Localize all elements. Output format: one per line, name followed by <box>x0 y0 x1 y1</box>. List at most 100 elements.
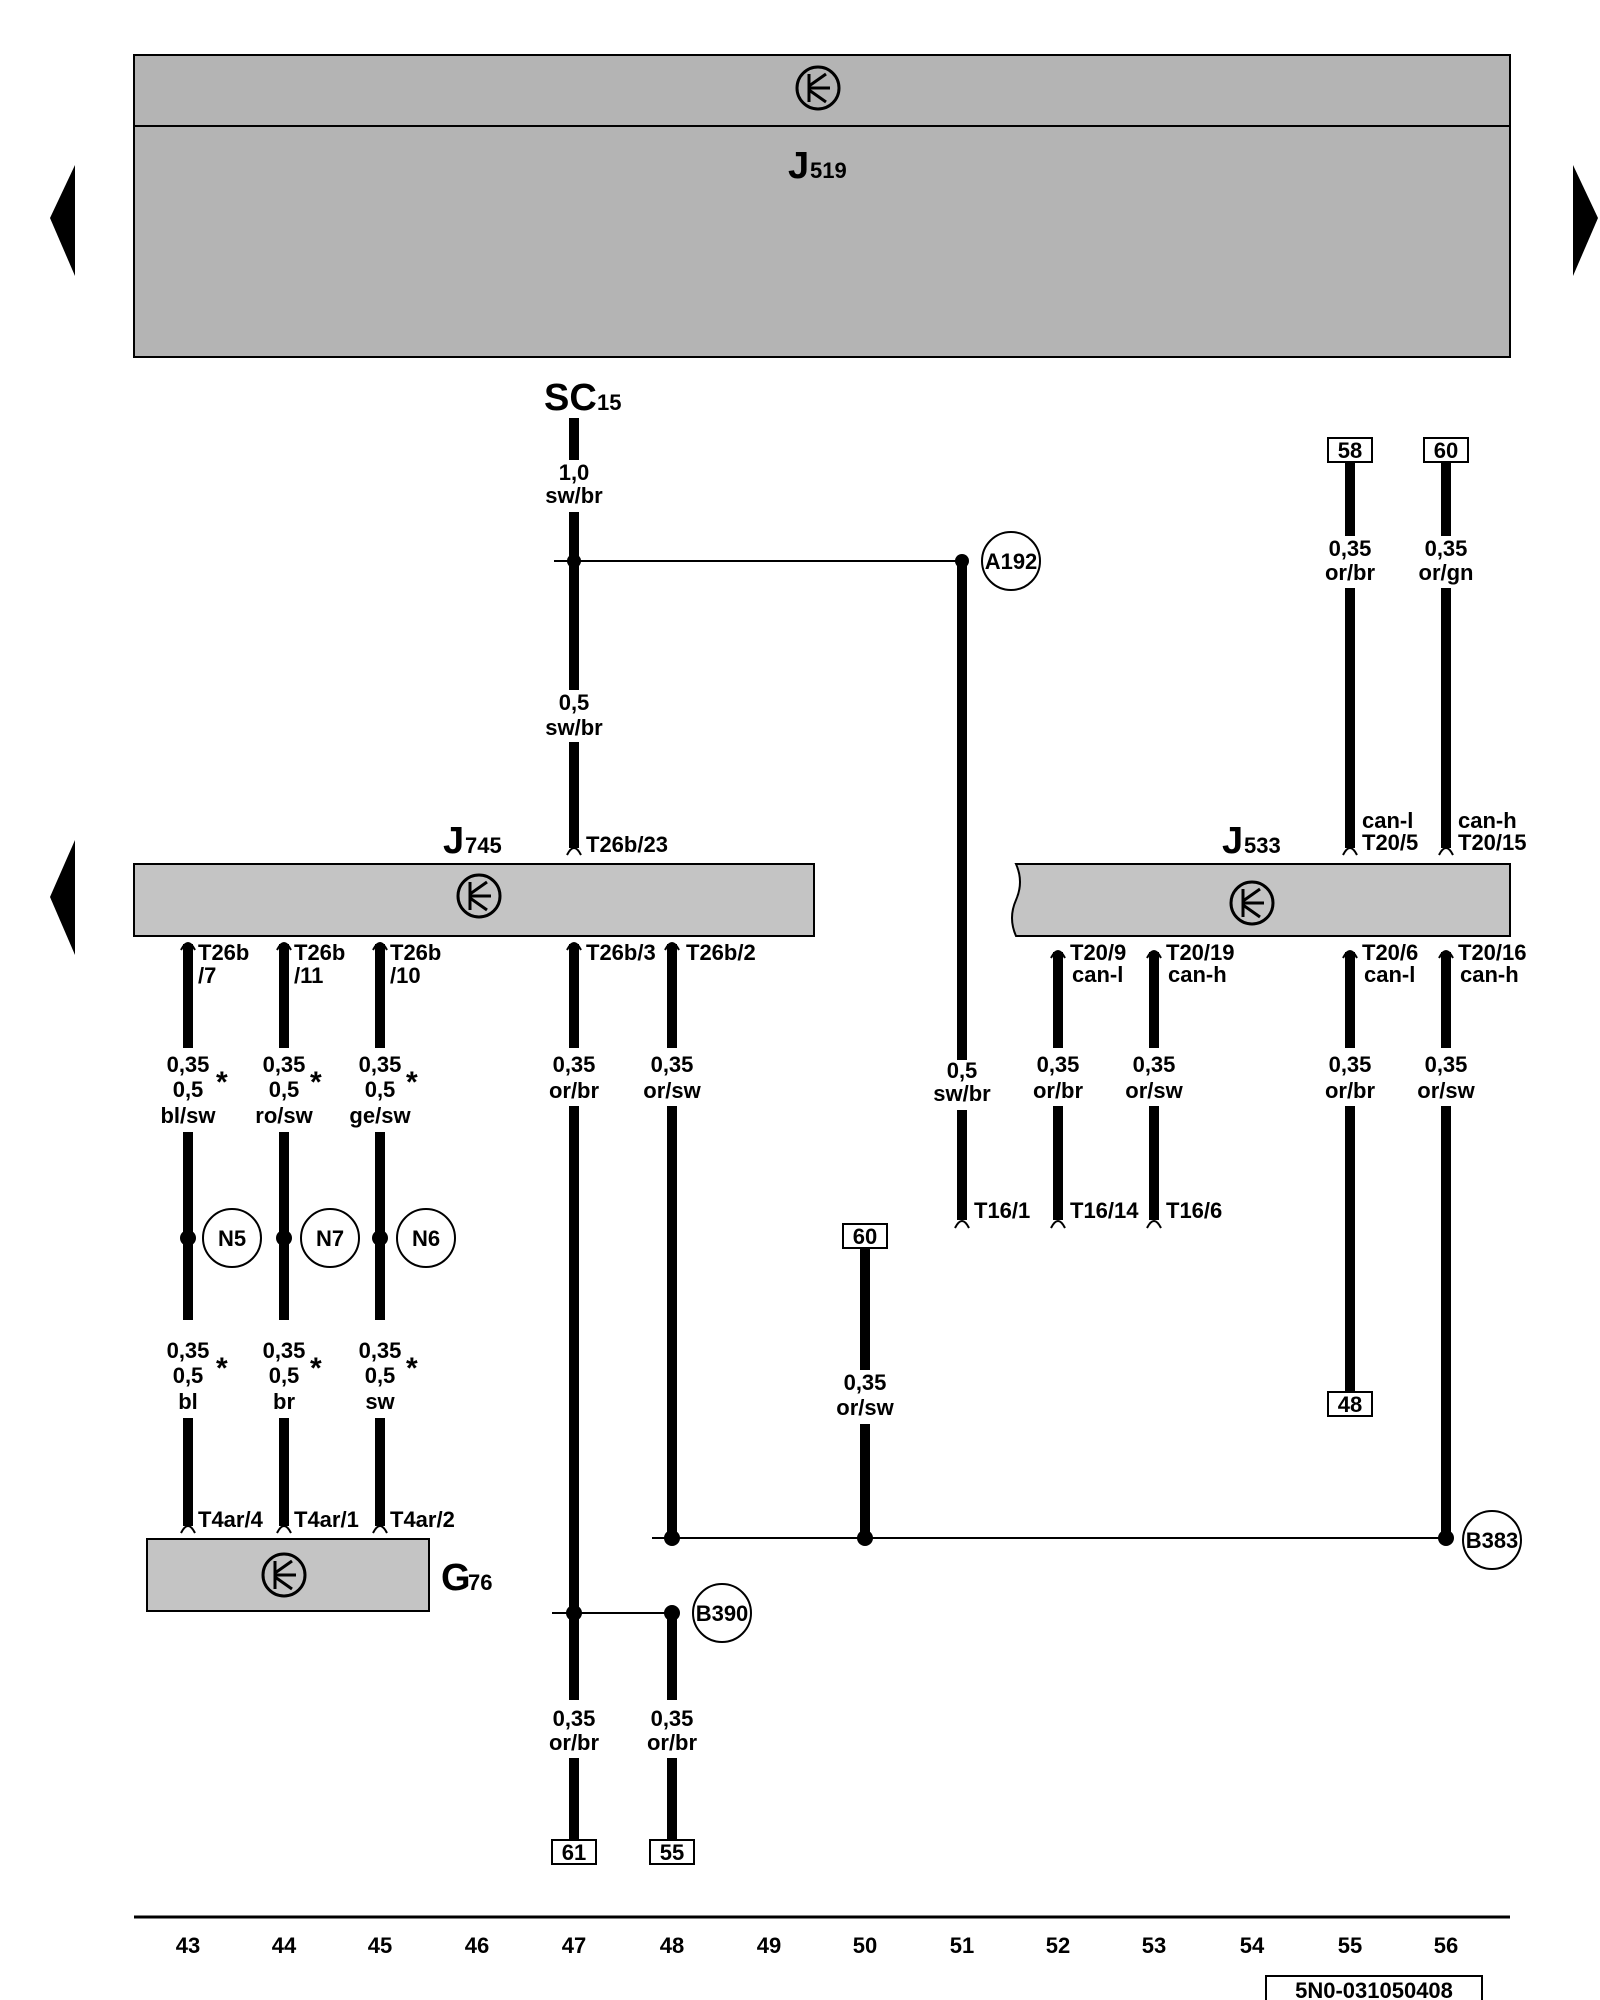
track-number: 56 <box>1434 1933 1458 1958</box>
component-label: J <box>443 820 464 862</box>
wire-size: 1,0 <box>559 460 590 485</box>
pin-label: can-l <box>1364 962 1415 987</box>
pin-label: T20/19 <box>1166 940 1235 965</box>
pin-label: T4ar/1 <box>294 1507 359 1532</box>
wire-track-45: T26b /10 0,35 0,5 * ge/sw N6 0,35 0,5 * … <box>349 940 456 1534</box>
ref-number: 60 <box>853 1224 877 1249</box>
connection-b383 <box>1462 1510 1522 1570</box>
optional-marker: * <box>216 1066 228 1099</box>
wire-track-43: T26b /7 0,35 0,5 * bl/sw N5 0,35 0,5 * b… <box>160 940 264 1534</box>
ref-number: 61 <box>562 1840 586 1865</box>
connection-label: N6 <box>412 1226 440 1251</box>
wire-track-52: T20/9 can-l 0,35 or/br T16/14 <box>1033 940 1139 1229</box>
wire-color: sw/br <box>545 715 603 740</box>
wire-size: 0,35 <box>651 1706 694 1731</box>
wire-size: 0,35 <box>263 1052 306 1077</box>
wire-color: or/sw <box>1417 1078 1475 1103</box>
wire-size: 0,35 <box>359 1052 402 1077</box>
pin-label: /7 <box>198 963 216 988</box>
ref-number: 60 <box>1434 438 1458 463</box>
wire-color: or/br <box>1325 1078 1376 1103</box>
wire-size: 0,35 <box>1037 1052 1080 1077</box>
doc-code-box <box>1265 1975 1483 2000</box>
wire-color: or/sw <box>643 1078 701 1103</box>
wire-color: or/gn <box>1419 560 1474 585</box>
pin-label: /11 <box>294 963 323 988</box>
component-sublabel: 76 <box>468 1570 492 1595</box>
wire-color: or/sw <box>1125 1078 1183 1103</box>
component-j519: J 519 <box>133 54 1511 358</box>
wire-size: 0,5 <box>947 1058 978 1083</box>
pin-mark <box>566 847 582 856</box>
wire-size: 0,35 <box>263 1338 306 1363</box>
component-g76: G 76 <box>146 1538 492 1612</box>
page-left-arrow[interactable] <box>50 165 75 276</box>
splice-dot <box>664 1530 680 1546</box>
pin-label: T16/14 <box>1070 1198 1139 1223</box>
connection-b390: B390 <box>692 1583 752 1643</box>
pin-label: T26b/3 <box>586 940 656 965</box>
electronic-icon <box>261 1552 307 1598</box>
pin-mark <box>954 1220 970 1229</box>
track-number: 47 <box>562 1933 586 1958</box>
component-sublabel: 519 <box>810 158 847 183</box>
wire-size: 0,35 <box>1425 536 1468 561</box>
ref-number: 55 <box>660 1840 684 1865</box>
pin-label: T20/6 <box>1362 940 1418 965</box>
optional-marker: * <box>216 1352 228 1385</box>
pin-label: can-l <box>1072 962 1123 987</box>
electronic-icon <box>1229 880 1275 926</box>
pin-label: T26b/2 <box>686 940 756 965</box>
pin-label: T20/16 <box>1458 940 1527 965</box>
track-number: 52 <box>1046 1933 1070 1958</box>
pin-label: T4ar/2 <box>390 1507 455 1532</box>
wire-color: or/br <box>549 1730 600 1755</box>
ref-number: 58 <box>1338 438 1362 463</box>
fuse-sublabel: 15 <box>597 390 621 415</box>
wire-color: sw/br <box>933 1081 991 1106</box>
pin-label: /10 <box>390 963 421 988</box>
ref-box[interactable] <box>1327 1391 1373 1417</box>
wire-track-56: T20/16 can-h 0,35 or/sw B383 <box>1417 940 1527 1570</box>
wire-size: 0,35 <box>1329 1052 1372 1077</box>
connection-label: B383 <box>1466 1528 1519 1553</box>
optional-marker: * <box>310 1352 322 1385</box>
wire-size: 0,35 <box>1133 1052 1176 1077</box>
wire-color: or/br <box>549 1078 600 1103</box>
splice-dot <box>567 554 581 568</box>
doc-code: 5N0-031050408 <box>1295 1978 1453 2000</box>
wire-color: bl <box>178 1389 198 1414</box>
pin-label: T16/1 <box>974 1198 1030 1223</box>
pin-label: can-h <box>1458 808 1517 833</box>
splice-dot <box>372 1230 388 1246</box>
page-left-arrow-lower[interactable] <box>50 840 75 955</box>
track-number: 43 <box>176 1933 200 1958</box>
pin-label: can-h <box>1460 962 1519 987</box>
pin-mark <box>664 942 680 951</box>
component-sublabel: 745 <box>465 833 502 858</box>
connection-n6 <box>396 1208 456 1268</box>
pin-label: T16/6 <box>1166 1198 1222 1223</box>
connection-a192: A192 <box>981 531 1041 591</box>
wire-size: 0,35 <box>167 1052 210 1077</box>
track-number: 44 <box>272 1933 297 1958</box>
ref-box[interactable] <box>842 1223 888 1249</box>
page-right-arrow[interactable] <box>1573 165 1598 276</box>
track-number: 46 <box>465 1933 489 1958</box>
ref-box[interactable] <box>551 1839 597 1865</box>
connection-label: N7 <box>316 1226 344 1251</box>
ref-number: 48 <box>1338 1392 1362 1417</box>
track-number: 49 <box>757 1933 781 1958</box>
wire-color: bl/sw <box>160 1103 216 1128</box>
pin-mark <box>1438 847 1454 856</box>
wire-size: 0,35 <box>553 1706 596 1731</box>
ref-box[interactable] <box>649 1839 695 1865</box>
connection-label: A192 <box>985 549 1038 574</box>
ref-box[interactable] <box>1327 437 1373 463</box>
wire-size: 0,35 <box>359 1338 402 1363</box>
pin-label: T26b/23 <box>586 832 668 857</box>
component-label: G <box>441 1557 471 1599</box>
pin-label: T26b <box>294 940 345 965</box>
component-label: J <box>1222 820 1243 862</box>
